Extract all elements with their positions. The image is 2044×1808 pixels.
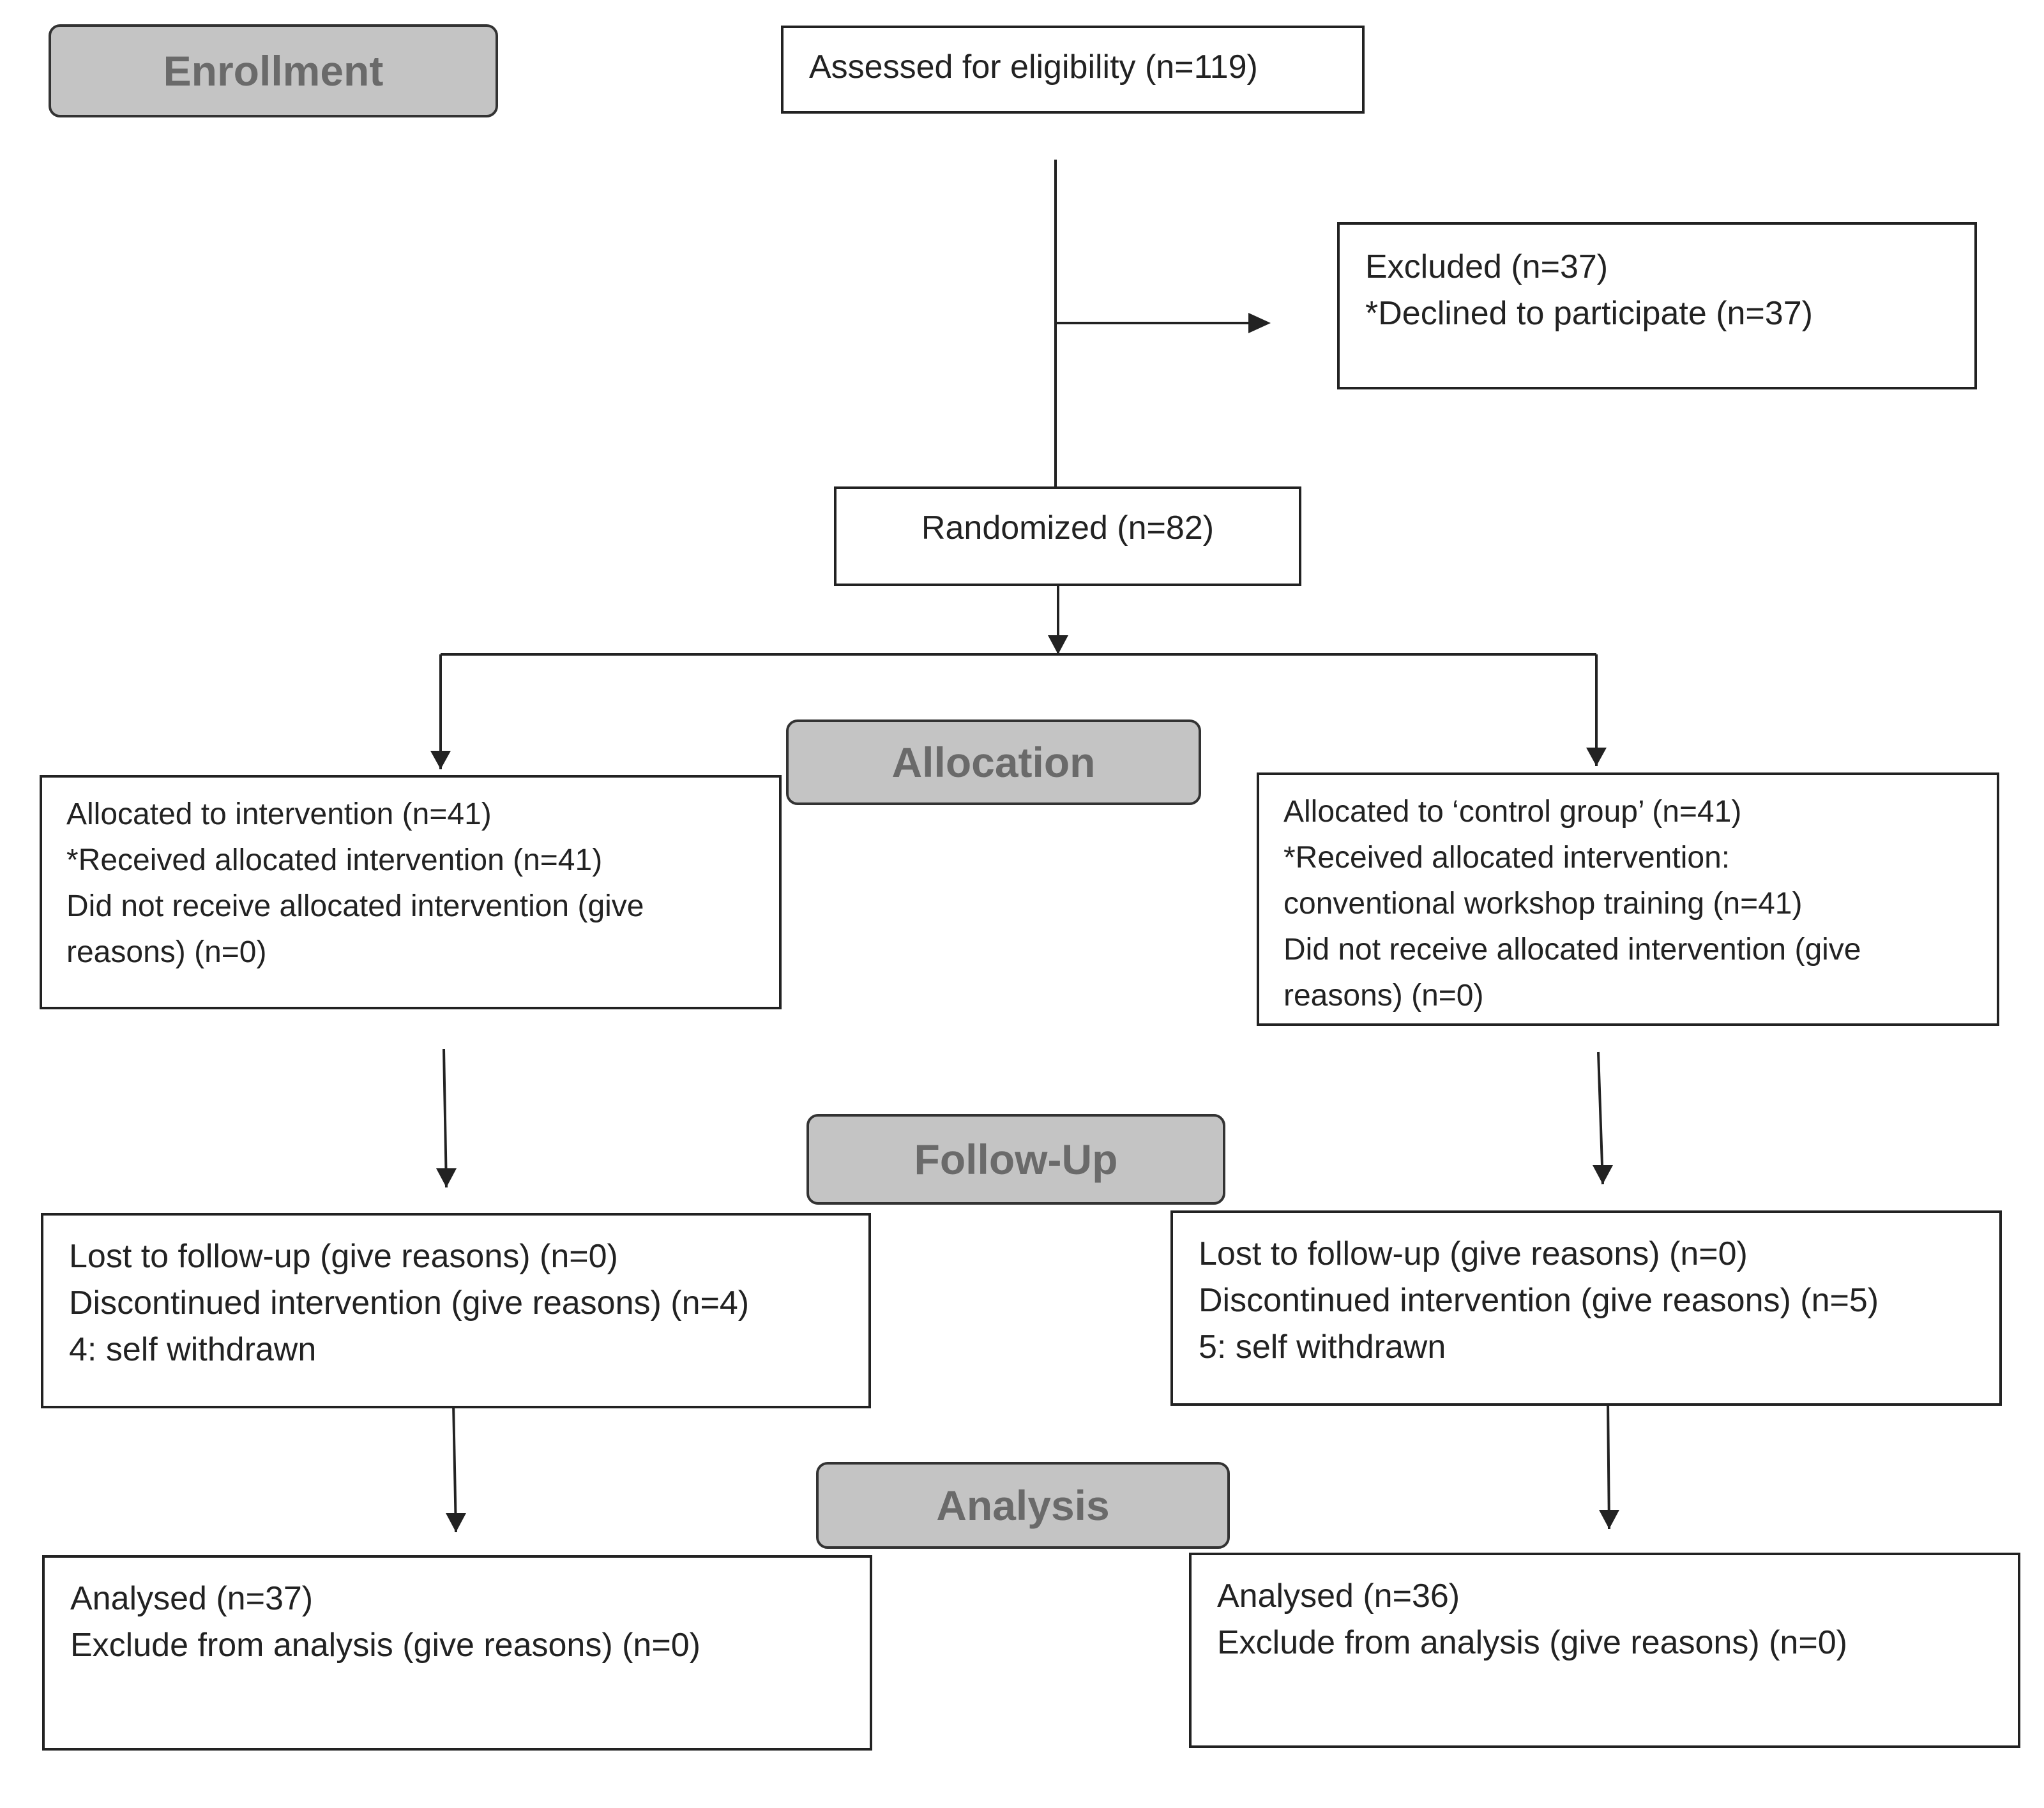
box-line: Did not receive allocated intervention (… xyxy=(66,889,644,923)
arrowhead-followup-control xyxy=(1593,1165,1613,1184)
arrowhead-alloc-control xyxy=(1586,748,1607,766)
box-analysis-control: Analysed (n=36) Exclude from analysis (g… xyxy=(1189,1553,2020,1748)
box-line: Analysed (n=36) xyxy=(1217,1578,1460,1615)
box-line: *Received allocated intervention: xyxy=(1283,841,1730,875)
arrow-to-followup-control xyxy=(1597,1051,1604,1185)
stage-label-follow-up: Follow-Up xyxy=(806,1114,1225,1205)
arrowhead-excluded xyxy=(1248,313,1271,333)
box-line: 5: self withdrawn xyxy=(1199,1329,1446,1366)
arrow-to-analysis-intervention xyxy=(452,1403,457,1533)
box-line: Excluded (n=37) xyxy=(1365,248,1609,285)
arrowhead-randomized-split xyxy=(1048,635,1068,654)
box-followup-intervention: Lost to follow-up (give reasons) (n=0) D… xyxy=(41,1213,871,1408)
box-followup-control: Lost to follow-up (give reasons) (n=0) D… xyxy=(1170,1210,2002,1406)
box-line: Allocated to ‘control group’ (n=41) xyxy=(1283,795,1742,829)
box-allocated-intervention: Allocated to intervention (n=41) *Receiv… xyxy=(40,775,782,1009)
stage-label-analysis: Analysis xyxy=(816,1462,1230,1549)
box-line: Allocated to intervention (n=41) xyxy=(66,797,492,831)
arrow-to-analysis-control xyxy=(1607,1399,1610,1530)
arrowhead-followup-intervention xyxy=(436,1168,457,1187)
box-randomized: Randomized (n=82) xyxy=(834,486,1301,586)
box-line: Exclude from analysis (give reasons) (n=… xyxy=(70,1627,700,1664)
box-line: Lost to follow-up (give reasons) (n=0) xyxy=(1199,1235,1748,1272)
arrow-to-followup-intervention xyxy=(443,1048,448,1188)
box-line: Discontinued intervention (give reasons)… xyxy=(1199,1282,1879,1319)
box-line: *Declined to participate (n=37) xyxy=(1365,295,1813,332)
box-line: Randomized (n=82) xyxy=(921,509,1215,546)
box-line: Analysed (n=37) xyxy=(70,1580,314,1617)
arrowhead-analysis-intervention xyxy=(446,1513,466,1532)
arrowhead-alloc-intervention xyxy=(430,751,451,769)
box-line: reasons) (n=0) xyxy=(66,935,267,969)
box-line: *Received allocated intervention (n=41) xyxy=(66,843,603,877)
box-line: Did not receive allocated intervention (… xyxy=(1283,933,1861,967)
box-line: conventional workshop training (n=41) xyxy=(1283,887,1803,921)
box-allocated-control: Allocated to ‘control group’ (n=41) *Rec… xyxy=(1257,772,1999,1026)
box-analysis-intervention: Analysed (n=37) Exclude from analysis (g… xyxy=(42,1555,872,1751)
box-excluded: Excluded (n=37) *Declined to participate… xyxy=(1337,222,1977,389)
box-line: reasons) (n=0) xyxy=(1283,979,1484,1013)
box-assessed-for-eligibility: Assessed for eligibility (n=119) xyxy=(781,26,1365,114)
box-line: Exclude from analysis (give reasons) (n=… xyxy=(1217,1624,1847,1661)
box-line: 4: self withdrawn xyxy=(69,1331,317,1368)
arrowhead-analysis-control xyxy=(1599,1510,1619,1529)
box-line: Lost to follow-up (give reasons) (n=0) xyxy=(69,1238,618,1275)
stage-label-allocation: Allocation xyxy=(786,719,1201,805)
box-line: Assessed for eligibility (n=119) xyxy=(809,49,1258,86)
stage-label-enrollment: Enrollment xyxy=(49,24,498,117)
box-line: Discontinued intervention (give reasons)… xyxy=(69,1284,750,1322)
